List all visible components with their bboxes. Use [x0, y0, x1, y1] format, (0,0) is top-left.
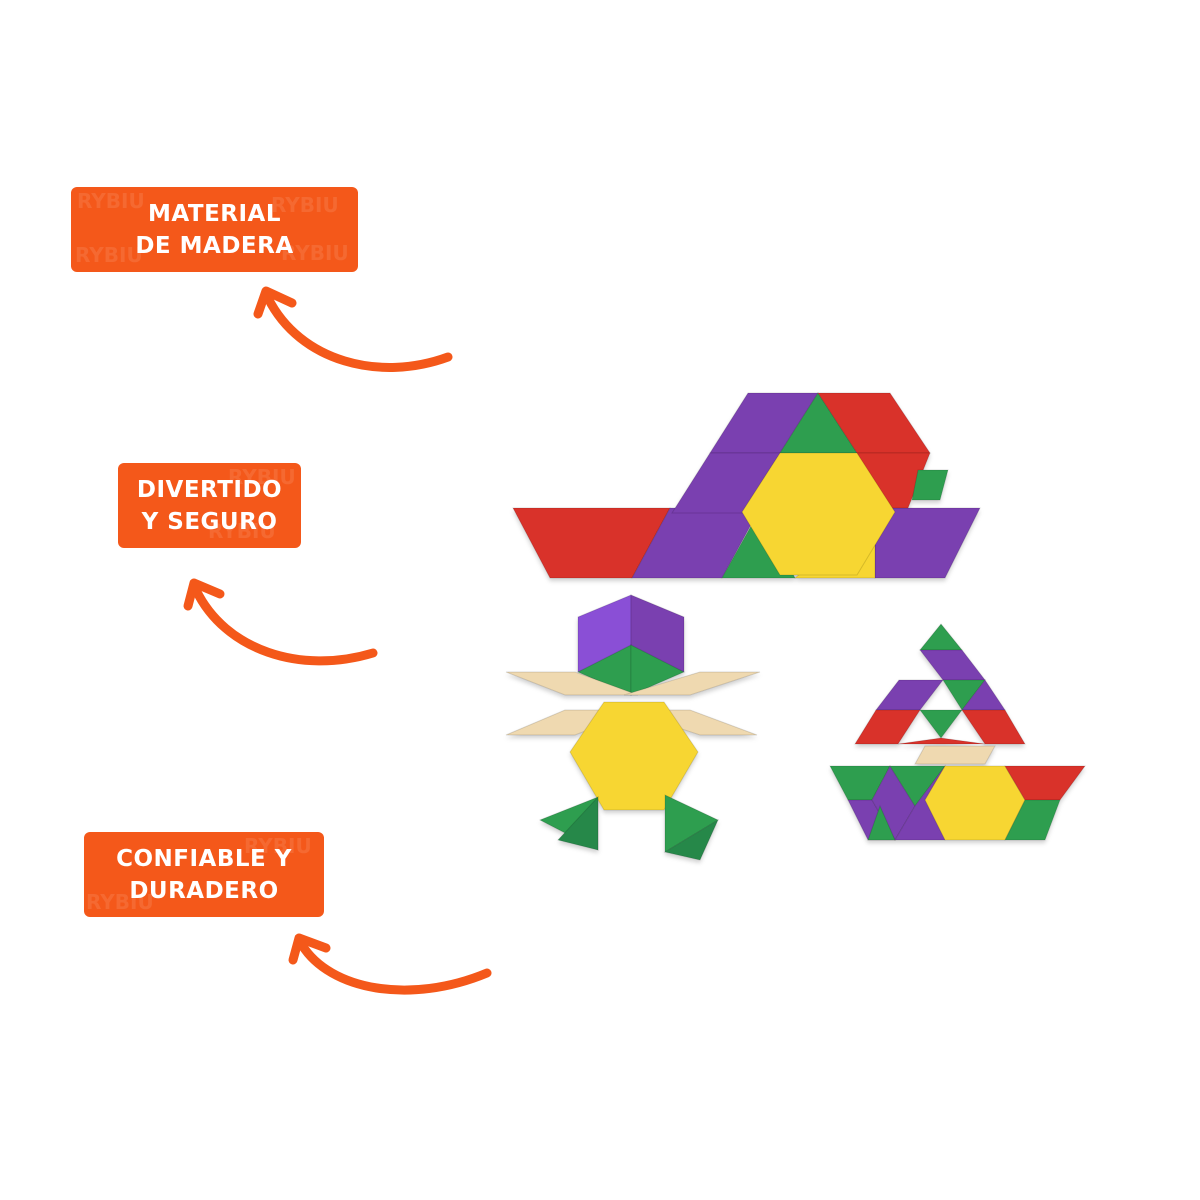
feature-badge-label: CONFIABLE Y DURADERO — [116, 845, 292, 904]
boat-figure — [829, 623, 1086, 841]
curved-arrow-icon — [253, 286, 453, 372]
feature-badge-label: MATERIAL DE MADERA — [135, 200, 294, 259]
curved-arrow-icon — [288, 933, 492, 995]
feature-badge-label: DIVERTIDO Y SEGURO — [136, 476, 283, 535]
hat-figure — [512, 392, 981, 579]
turtle-figure — [505, 594, 761, 861]
curved-arrow-icon — [183, 578, 378, 666]
